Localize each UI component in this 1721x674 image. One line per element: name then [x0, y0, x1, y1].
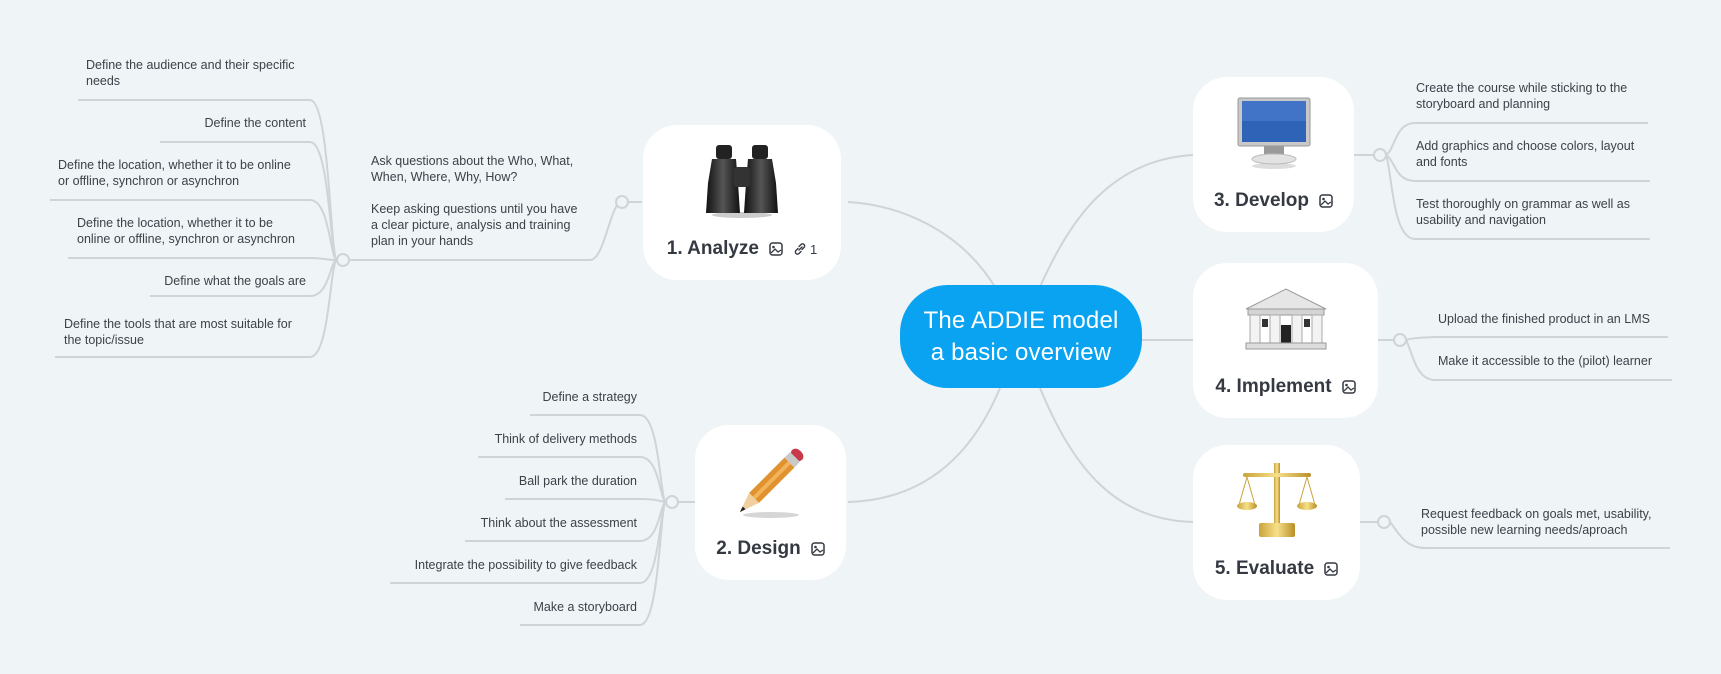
topic-evaluate[interactable]: 5. Evaluate	[1193, 445, 1360, 600]
subtopic-text: Define the audience and their specific	[86, 58, 295, 72]
subtopic-text: storyboard and planning	[1416, 97, 1551, 111]
note-line: plan in your hands	[371, 234, 474, 248]
image-icon[interactable]	[1319, 194, 1333, 208]
topic-design[interactable]: 2. Design	[695, 425, 846, 580]
analyze-subtopic[interactable]: Define the content	[150, 115, 306, 131]
analyze-subtopic[interactable]: Define what the goals are	[140, 273, 306, 289]
pencil-icon	[726, 441, 816, 521]
subtopic-text: Define the content	[204, 116, 306, 130]
develop-subtopic[interactable]: Test thoroughly on grammar as well as us…	[1416, 196, 1656, 228]
design-subtopic[interactable]: Think of delivery methods	[494, 432, 637, 446]
note-line: When, Where, Why, How?	[371, 170, 518, 184]
subtopic-text: Add graphics and choose colors, layout	[1416, 139, 1635, 153]
subtopic-text: online or offline, synchron or asynchron	[77, 232, 295, 246]
design-subtopic[interactable]: Ball park the duration	[518, 474, 637, 488]
develop-subtopic[interactable]: Add graphics and choose colors, layout a…	[1416, 138, 1656, 170]
analyze-note[interactable]: Ask questions about the Who, What, When,…	[371, 153, 601, 249]
design-subtopic[interactable]: Make a storyboard	[533, 600, 637, 614]
subtopic-text: usability and navigation	[1416, 213, 1546, 227]
link-count: 1	[810, 241, 818, 257]
topic-title: 4. Implement	[1215, 376, 1332, 397]
image-icon[interactable]	[1341, 380, 1356, 394]
monitor-icon	[1229, 93, 1319, 173]
image-icon[interactable]	[810, 542, 825, 556]
topic-analyze[interactable]: 1. Analyze 1	[643, 125, 841, 280]
central-topic[interactable]: The ADDIE model a basic overview	[900, 285, 1142, 388]
develop-subtopic[interactable]: Create the course while sticking to the …	[1416, 80, 1656, 112]
analyze-subtopic[interactable]: Define the audience and their specific n…	[86, 57, 316, 89]
topic-title: 5. Evaluate	[1214, 558, 1315, 579]
topic-title: 1. Analyze	[666, 238, 759, 259]
subtopic-text: and fonts	[1416, 155, 1468, 169]
design-subtopic[interactable]: Define a strategy	[542, 390, 638, 404]
link-icon[interactable]: 1	[793, 242, 817, 257]
subtopic-text: the topic/issue	[64, 333, 144, 347]
subtopic-text: Define the location, whether it to be	[77, 216, 273, 230]
topic-title: 2. Design	[716, 538, 801, 559]
building-icon	[1241, 279, 1331, 359]
subtopic-text: Define the tools that are most suitable …	[64, 317, 292, 331]
subtopic-text: Test thoroughly on grammar as well as	[1416, 197, 1630, 211]
image-icon[interactable]	[1324, 562, 1338, 576]
note-line: a clear picture, analysis and training	[371, 218, 571, 232]
subtopic-text: Request feedback on goals met, usability…	[1421, 507, 1652, 521]
implement-subtopic[interactable]: Make it accessible to the (pilot) learne…	[1438, 354, 1652, 368]
topic-develop[interactable]: 3. Develop	[1193, 77, 1354, 232]
analyze-subtopic[interactable]: Define the location, whether it to be on…	[77, 215, 317, 247]
central-topic-line-2: a basic overview	[930, 338, 1112, 366]
design-subtopic[interactable]: Integrate the possibility to give feedba…	[414, 558, 637, 572]
evaluate-subtopic[interactable]: Request feedback on goals met, usability…	[1421, 506, 1671, 538]
image-icon[interactable]	[769, 242, 783, 256]
design-subtopic[interactable]: Think about the assessment	[480, 516, 637, 530]
topic-title: 3. Develop	[1213, 190, 1310, 211]
note-line: Ask questions about the Who, What,	[371, 154, 574, 168]
subtopic-text: needs	[86, 74, 121, 88]
subtopic-text: or offline, synchron or asynchron	[58, 174, 240, 188]
analyze-subtopic[interactable]: Define the location, whether it to be on…	[58, 157, 314, 189]
implement-subtopic[interactable]: Upload the finished product in an LMS	[1438, 312, 1650, 326]
subtopic-text: Define the location, whether it to be on…	[58, 158, 291, 172]
note-line: Keep asking questions until you have	[371, 202, 578, 216]
analyze-subtopic[interactable]: Define the tools that are most suitable …	[64, 316, 314, 348]
subtopic-text: Define what the goals are	[164, 274, 306, 288]
scales-icon	[1232, 461, 1322, 541]
binoculars-icon	[697, 141, 787, 221]
subtopic-text: Create the course while sticking to the	[1416, 81, 1628, 95]
topic-implement[interactable]: 4. Implement	[1193, 263, 1378, 418]
central-topic-line-1: The ADDIE model	[923, 306, 1119, 334]
subtopic-text: possible new learning needs/aproach	[1421, 523, 1628, 537]
